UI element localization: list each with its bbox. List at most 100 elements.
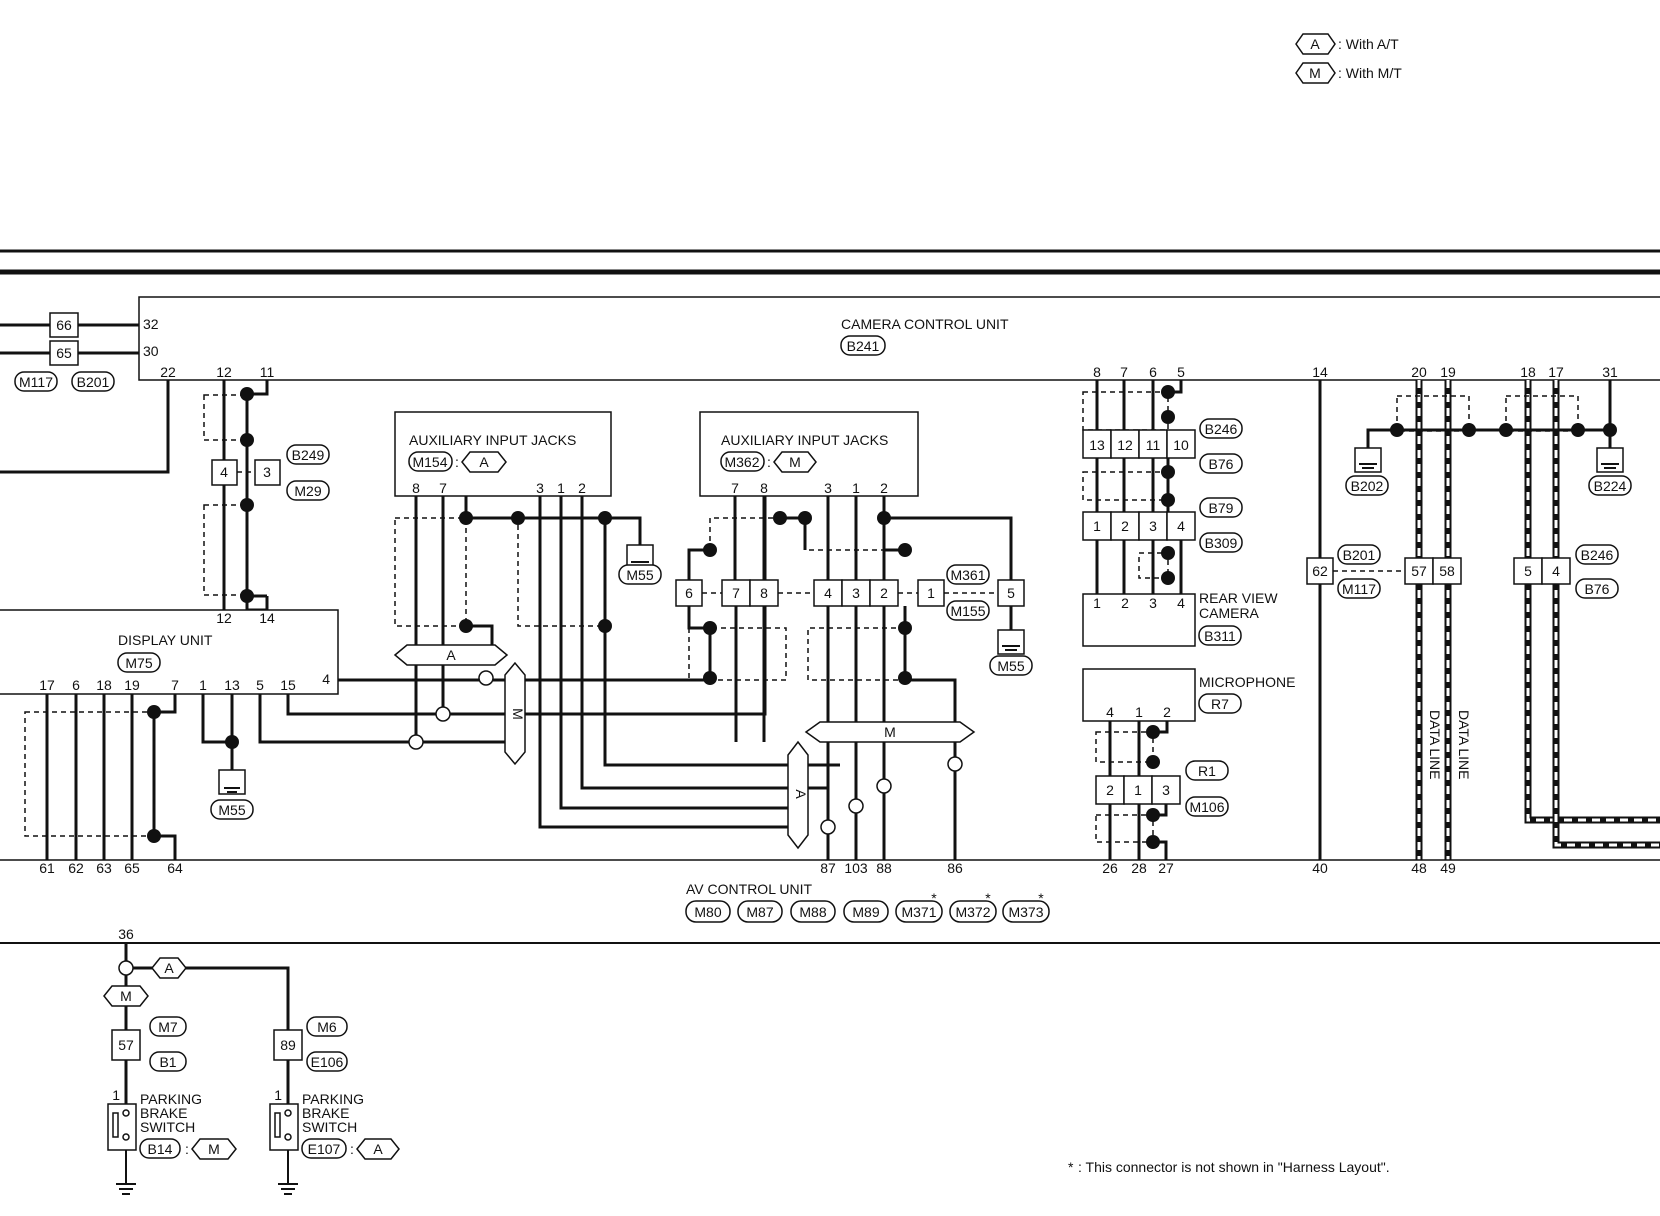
pin-label: 7 [1120, 364, 1128, 380]
pin-label: 40 [1312, 860, 1328, 876]
switch-title: SWITCH [302, 1119, 357, 1135]
pin-label: 66 [56, 317, 72, 333]
connector-label: M55 [218, 802, 245, 818]
connector-label: M80 [694, 904, 721, 920]
pin-label: 8 [760, 480, 768, 496]
footnote: * : This connector is not shown in "Harn… [1068, 1159, 1390, 1175]
variant-tag: A [479, 454, 489, 470]
joint-connector-row: 6 7 8 4 3 2 1 5 M361 M155 [675, 564, 1025, 621]
connector-label: B309 [1205, 535, 1238, 551]
legend-a-tag: A [1310, 36, 1320, 52]
connector-label: B249 [292, 447, 325, 463]
connector-label: R7 [1211, 696, 1229, 712]
connector-label: M6 [317, 1019, 337, 1035]
pin-label: 1 [1093, 595, 1101, 611]
switch-title: BRAKE [302, 1105, 349, 1121]
legend: A : With A/T M : With M/T [1295, 33, 1402, 84]
variant-a-bracket: A [393, 644, 509, 750]
pin-label: 2 [1106, 782, 1114, 798]
pin-label: 11 [260, 364, 275, 380]
ground-b224: B224 [1588, 447, 1632, 496]
pin-label: 36 [118, 926, 134, 942]
pin-label: 3 [536, 480, 544, 496]
rear-view-camera: 1 2 3 4 REAR VIEW CAMERA B311 [1082, 590, 1278, 647]
pin-label: 49 [1440, 860, 1456, 876]
pin-label: 11 [1146, 437, 1161, 453]
variant-tag: M [120, 988, 132, 1004]
connector-label: B202 [1351, 478, 1384, 494]
pin-label: 86 [947, 860, 963, 876]
variant-tag: A [373, 1141, 383, 1157]
pin-label: 4 [824, 585, 832, 601]
pin-label: 5 [1177, 364, 1185, 380]
pin-label: 7 [171, 677, 179, 693]
connector-label: M106 [1189, 799, 1224, 815]
pins-18-17-harness: 5 4 B246 B76 [1469, 380, 1660, 849]
connector-label: M87 [746, 904, 773, 920]
pin-label: 2 [1121, 518, 1129, 534]
pin-label: 1 [199, 677, 207, 693]
pin-label: 4 [1106, 704, 1114, 720]
pin-label: 8 [760, 585, 768, 601]
pin-label: 8 [412, 480, 420, 496]
connector-label: M372 [955, 904, 990, 920]
pin-label: 19 [1440, 364, 1456, 380]
svg-text::: : [185, 1141, 189, 1157]
pin-label: 62 [68, 860, 84, 876]
connector-label: M7 [158, 1019, 178, 1035]
pin-label: 17 [1548, 364, 1564, 380]
pin-label: 65 [124, 860, 140, 876]
aux-input-jacks-a: AUXILIARY INPUT JACKS M154 : A 8 7 3 1 2 [394, 411, 612, 497]
footnote-text: : This connector is not shown in "Harnes… [1078, 1159, 1390, 1175]
pin-label: 4 [1552, 563, 1560, 579]
connector-label: E106 [311, 1054, 344, 1070]
rear-camera-title: REAR VIEW [1199, 590, 1278, 606]
variant-m-horizontal: M [804, 721, 976, 772]
aux-input-jacks-m: AUXILIARY INPUT JACKS M362 : M 7 8 3 1 2 [699, 411, 919, 497]
pin-label: 2 [1121, 595, 1129, 611]
connector-label: M361 [950, 567, 985, 583]
variant-tag: M [510, 708, 526, 720]
legend-a-desc: : With A/T [1338, 36, 1399, 52]
pin-label: 5 [1524, 563, 1532, 579]
microphone: 4 1 2 MICROPHONE R7 2 1 3 R1 M106 [1082, 668, 1295, 860]
legend-m-tag: M [1309, 65, 1321, 81]
pin-label: 6 [685, 585, 693, 601]
pin-label: 1 [1134, 782, 1142, 798]
switch-title: BRAKE [140, 1105, 187, 1121]
pin-label: 4 [1177, 595, 1185, 611]
connector-label: M55 [997, 658, 1024, 674]
av-unit-title: AV CONTROL UNIT [686, 881, 812, 897]
connector-label: M117 [1342, 581, 1376, 597]
switch-icon [107, 1103, 137, 1151]
pin-label: 8 [1093, 364, 1101, 380]
pin-label: 48 [1411, 860, 1427, 876]
display-unit: DISPLAY UNIT M75 12 14 4 17 6 18 19 7 1 … [0, 609, 339, 695]
connector-label: M75 [125, 655, 152, 671]
switch-icon [269, 1103, 299, 1151]
connector-label: E107 [308, 1141, 341, 1157]
connector-label: M373 [1008, 904, 1043, 920]
variant-tag: A [793, 789, 809, 799]
pin-label: 3 [263, 464, 271, 480]
pin-label: 1 [274, 1087, 282, 1103]
connector-label: M88 [799, 904, 826, 920]
ground-m55-aux1: M55 [618, 544, 662, 585]
connector-label: M154 [412, 454, 447, 470]
footnote-star: * [1068, 1159, 1074, 1175]
asterisk: * [985, 890, 991, 906]
connector-label: M117 [19, 374, 53, 390]
ground-b202: B202 [1345, 447, 1389, 496]
aux1-title: AUXILIARY INPUT JACKS [409, 432, 576, 448]
connector-label: M29 [294, 483, 321, 499]
wire [0, 380, 170, 474]
variant-tag: M [789, 454, 801, 470]
pin-label: 2 [1163, 704, 1171, 720]
connector-label: R1 [1198, 763, 1216, 779]
camera-control-unit: CAMERA CONTROL UNIT B241 32 30 22 12 11 … [138, 296, 1660, 381]
pin-label: 4 [220, 464, 228, 480]
pin-label: 13 [1089, 437, 1105, 453]
pin-label: 19 [124, 677, 140, 693]
variant-a-vertical: A [787, 740, 892, 850]
pin-label: 87 [820, 860, 836, 876]
